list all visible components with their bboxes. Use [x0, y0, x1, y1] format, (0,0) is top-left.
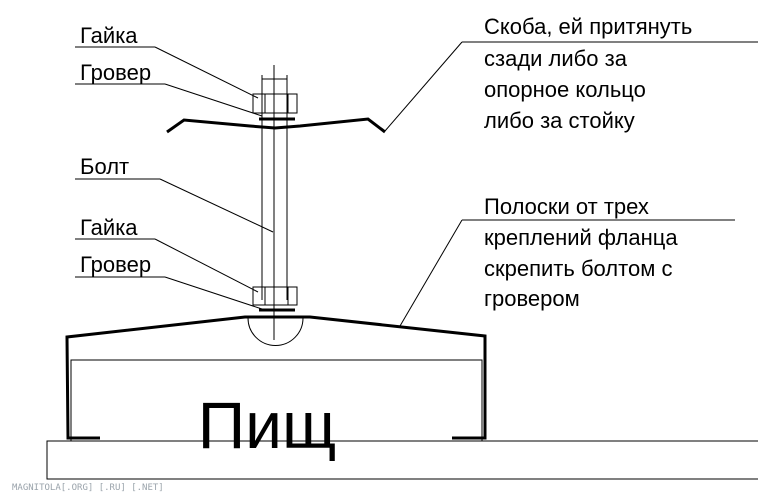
note-line: либо за стойку	[484, 108, 635, 133]
note-bracket: Скоба, ей притянуть сзади либо за опорно…	[384, 14, 758, 133]
note-line: сзади либо за	[484, 46, 628, 71]
speaker-base	[46, 440, 758, 480]
leader-nut-top	[154, 46, 259, 99]
note-line: Скоба, ей притянуть	[484, 14, 692, 39]
label-nut-top: Гайка	[80, 23, 138, 48]
nut-bottom	[252, 286, 298, 306]
note-line: опорное кольцо	[484, 77, 646, 102]
leader-nut-bottom	[154, 238, 259, 293]
note-line: скрепить болтом с	[484, 256, 672, 281]
speaker-body	[70, 359, 483, 442]
note-line: креплений фланца	[484, 225, 678, 250]
magnet-dome	[247, 317, 304, 346]
speaker-label: Пищ	[198, 388, 337, 462]
label-washer-top: Гровер	[80, 60, 151, 85]
note-line: гровером	[484, 286, 580, 311]
leader-bolt	[159, 178, 274, 233]
note-strips: Полоски от трех креплений фланца скрепит…	[399, 194, 735, 327]
label-bolt: Болт	[80, 154, 129, 179]
label-nut-bottom: Гайка	[80, 215, 138, 240]
watermark: MAGNITOLA[.ORG] [.RU] [.NET]	[12, 483, 164, 493]
bolt	[261, 65, 288, 340]
leader-washer-top	[164, 83, 263, 117]
note-line: Полоски от трех	[484, 194, 649, 219]
bracket	[166, 117, 386, 134]
leader-washer-bottom	[164, 276, 263, 310]
flange-strips	[65, 315, 487, 440]
label-washer-bottom: Гровер	[80, 252, 151, 277]
nut-top	[252, 93, 298, 114]
